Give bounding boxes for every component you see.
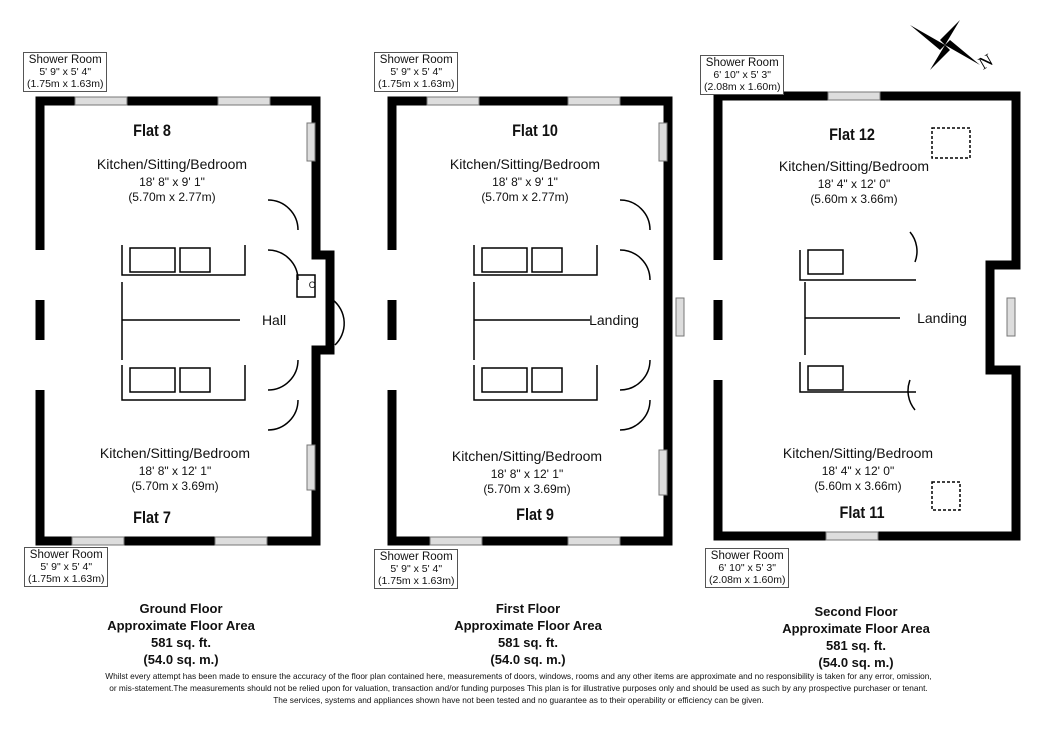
room-dim-imperial: 18' 4" x 12' 0" xyxy=(817,177,891,191)
walls-ground xyxy=(35,96,335,546)
area-label: Approximate Floor Area xyxy=(454,618,602,633)
shower-metric: (1.75m x 1.63m) xyxy=(27,78,104,90)
landing-label: Landing xyxy=(917,310,967,326)
area-sqft: 581 sq. ft. xyxy=(826,638,886,653)
area-sqft: 581 sq. ft. xyxy=(498,635,558,650)
room-dim-imperial: 18' 8" x 12' 1" xyxy=(490,467,564,481)
shower-name: Shower Room xyxy=(28,54,102,66)
room-dim-metric: (5.60m x 3.66m) xyxy=(810,192,898,206)
disclaimer-line: The services, systems and appliances sho… xyxy=(273,695,764,705)
room-dim-imperial: 18' 8" x 9' 1" xyxy=(139,175,205,189)
shower-name: Shower Room xyxy=(705,57,779,69)
shower-imperial: 5' 9" x 5' 4" xyxy=(390,66,443,78)
room-dim-imperial: 18' 8" x 9' 1" xyxy=(492,175,558,189)
room-dim-metric: (5.70m x 3.69m) xyxy=(131,479,219,493)
shower-name: Shower Room xyxy=(379,54,453,66)
shower-metric: (2.08m x 1.60m) xyxy=(704,81,781,93)
shower-metric: (2.08m x 1.60m) xyxy=(709,574,786,586)
room-dim-metric: (5.70m x 3.69m) xyxy=(483,482,571,496)
flat-10-label: Flat 10 xyxy=(512,121,558,140)
landing-label: Landing xyxy=(589,312,639,328)
floor-name: First Floor xyxy=(495,601,561,616)
room-dim-imperial: 18' 4" x 12' 0" xyxy=(821,464,895,478)
disclaimer: Whilst every attempt has been made to en… xyxy=(0,670,1037,706)
shower-metric: (1.75m x 1.63m) xyxy=(378,78,455,90)
disclaimer-line: or mis-statement.The measurements should… xyxy=(109,683,928,693)
room-name: Kitchen/Sitting/Bedroom xyxy=(782,445,934,461)
room-name: Kitchen/Sitting/Bedroom xyxy=(99,445,251,461)
floor-name: Ground Floor xyxy=(139,601,223,616)
cupboard-label: C xyxy=(308,280,316,290)
shower-imperial: 5' 9" x 5' 4" xyxy=(40,561,93,573)
shower-imperial: 6' 10" x 5' 3" xyxy=(713,69,772,81)
flat-11-label: Flat 11 xyxy=(839,503,885,522)
room-dim-metric: (5.70m x 2.77m) xyxy=(481,190,569,204)
walls-first xyxy=(387,96,673,546)
area-sqm: (54.0 sq. m.) xyxy=(490,652,566,667)
room-dim-metric: (5.60m x 3.66m) xyxy=(814,479,902,493)
shower-name: Shower Room xyxy=(29,549,103,561)
room-name: Kitchen/Sitting/Bedroom xyxy=(449,156,601,172)
svg-text:N: N xyxy=(975,50,996,74)
windows xyxy=(71,91,1016,546)
flat-9-label: Flat 9 xyxy=(516,505,554,524)
room-dim-imperial: 18' 8" x 12' 1" xyxy=(138,464,212,478)
shower-name: Shower Room xyxy=(379,551,453,563)
room-name: Kitchen/Sitting/Bedroom xyxy=(778,158,930,174)
shower-imperial: 5' 9" x 5' 4" xyxy=(39,66,92,78)
disclaimer-line: Whilst every attempt has been made to en… xyxy=(105,671,932,681)
flat-12-label: Flat 12 xyxy=(829,125,875,144)
area-sqm: (54.0 sq. m.) xyxy=(143,652,219,667)
area-sqft: 581 sq. ft. xyxy=(151,635,211,650)
floor-name: Second Floor xyxy=(814,604,898,619)
hall-label: Hall xyxy=(261,312,287,328)
area-label: Approximate Floor Area xyxy=(107,618,255,633)
shower-metric: (1.75m x 1.63m) xyxy=(378,575,455,587)
room-name: Kitchen/Sitting/Bedroom xyxy=(96,156,248,172)
area-sqm: (54.0 sq. m.) xyxy=(818,655,894,670)
compass-rose-icon: N xyxy=(910,20,996,73)
room-name: Kitchen/Sitting/Bedroom xyxy=(451,448,603,464)
shower-name: Shower Room xyxy=(710,550,784,562)
interior xyxy=(121,127,971,511)
shower-imperial: 5' 9" x 5' 4" xyxy=(390,563,443,575)
flat-8-label: Flat 8 xyxy=(133,121,171,140)
room-dim-metric: (5.70m x 2.77m) xyxy=(128,190,216,204)
area-label: Approximate Floor Area xyxy=(782,621,930,636)
shower-metric: (1.75m x 1.63m) xyxy=(28,573,105,585)
flat-7-label: Flat 7 xyxy=(133,508,171,527)
shower-imperial: 6' 10" x 5' 3" xyxy=(718,562,777,574)
